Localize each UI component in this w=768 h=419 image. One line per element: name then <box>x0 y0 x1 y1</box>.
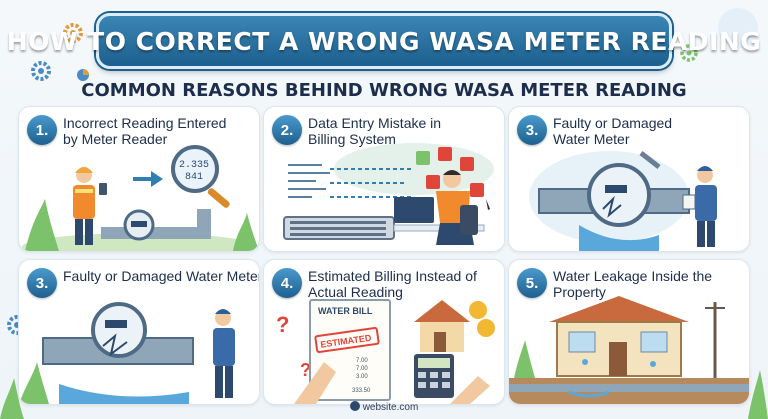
step-number-badge: 2. <box>272 115 302 145</box>
svg-text:7.00: 7.00 <box>356 366 368 372</box>
card-title-line: Faulty or Damaged Water Meter <box>63 268 260 284</box>
svg-text:333.50: 333.50 <box>352 388 371 394</box>
card-title-line: Data Entry Mistake in <box>308 115 442 131</box>
damaged-meter-illustration <box>529 151 717 251</box>
reason-card-6: 5. Water Leakage Inside the Property <box>508 259 750 405</box>
step-number-badge: 3. <box>27 268 57 298</box>
reason-card-2: 2. Data Entry Mistake in Billing System <box>263 106 505 252</box>
reason-card-1: 1. Incorrect Reading Entered by Meter Re… <box>18 106 260 252</box>
gear-icon <box>31 61 51 81</box>
card-title-line: Actual Reading <box>308 284 403 300</box>
reason-card-4: 3. Faulty or Damaged Water Meter <box>18 259 260 405</box>
water-leakage-illustration <box>509 296 749 404</box>
svg-text:?: ? <box>276 312 289 337</box>
svg-text:3.00: 3.00 <box>356 374 368 380</box>
step-number-badge: 4. <box>272 268 302 298</box>
bill-title: WATER BILL <box>318 306 373 316</box>
data-entry-illustration <box>283 143 494 245</box>
gear-icon <box>63 23 83 43</box>
card-title: Data Entry Mistake in Billing System <box>308 115 498 147</box>
meter-reading-text: 841 <box>185 172 203 183</box>
damaged-meter-illustration <box>19 302 235 404</box>
card-title: Incorrect Reading Entered by Meter Reade… <box>63 115 253 147</box>
meter-reading-text: 2.335 <box>179 160 209 171</box>
gear-icon <box>680 44 698 62</box>
section-subtitle: COMMON REASONS BEHIND WRONG WASA METER R… <box>81 80 687 101</box>
card-title-line: Water Leakage Inside the <box>553 268 713 284</box>
reason-card-3: 3. Faulty or Damaged Water Meter <box>508 106 750 252</box>
reason-card-5: 4. Estimated Billing Instead of Actual R… <box>263 259 505 405</box>
step-number-badge: 1. <box>27 115 57 145</box>
card-title: Water Leakage Inside the Property <box>553 268 743 300</box>
water-drop-icon <box>718 8 758 48</box>
meter-reader-illustration: 2.335 841 <box>22 145 259 251</box>
card-title-line: Billing System <box>308 131 396 147</box>
globe-icon <box>349 401 360 411</box>
card-title: Faulty or Damaged Water Meter <box>63 268 260 284</box>
card-title-line: Estimated Billing Instead of <box>308 268 477 284</box>
title-banner: HOW TO CORRECT A WRONG WASA METER READIN… <box>7 13 761 69</box>
card-title-line: Water Meter <box>553 131 630 147</box>
card-title-line: Faulty or Damaged <box>553 115 673 131</box>
card-title-line: Property <box>553 284 606 300</box>
plant-decoration <box>748 370 768 419</box>
svg-text:?: ? <box>300 360 311 380</box>
estimated-bill-illustration: ? ? WATER BILL ESTIMATED 7.00 7.00 3.00 … <box>276 299 495 404</box>
page-title: HOW TO CORRECT A WRONG WASA METER READIN… <box>6 26 762 56</box>
plant-decoration <box>0 378 24 419</box>
card-title: Estimated Billing Instead of Actual Read… <box>308 268 498 300</box>
card-title-line: Incorrect Reading Entered <box>63 115 227 131</box>
footer: website.com <box>0 401 768 413</box>
pie-chart-icon <box>77 69 89 81</box>
card-title-line: by Meter Reader <box>63 131 168 147</box>
website-link[interactable]: website.com <box>362 402 419 413</box>
svg-text:7.00: 7.00 <box>356 358 368 364</box>
step-number-badge: 3. <box>517 115 547 145</box>
step-number-badge: 5. <box>517 268 547 298</box>
card-title: Faulty or Damaged Water Meter <box>553 115 743 147</box>
